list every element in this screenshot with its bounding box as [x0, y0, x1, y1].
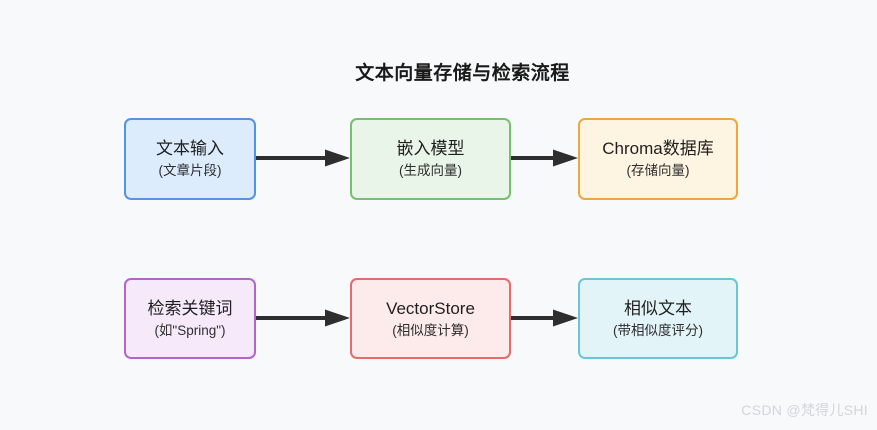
node-chroma-database: Chroma数据库 (存储向量) [578, 118, 738, 200]
watermark: CSDN @梵得儿SHI [741, 402, 868, 418]
node-vector-store-label: VectorStore [386, 298, 475, 318]
diagram-title: 文本向量存储与检索流程 [355, 63, 570, 84]
node-similar-text: 相似文本 (带相似度评分) [578, 278, 738, 359]
node-chroma-database-label: Chroma数据库 [602, 139, 714, 159]
node-embedding-model-label: 嵌入模型 [396, 139, 465, 159]
node-search-keyword: 检索关键词 (如"Spring") [124, 278, 256, 359]
node-search-keyword-label: 检索关键词 [147, 298, 233, 318]
node-text-input-label: 文本输入 [156, 139, 224, 159]
node-chroma-database-sublabel: (存储向量) [626, 163, 690, 179]
arrow-right-icon [511, 309, 578, 327]
node-text-input-sublabel: (文章片段) [158, 163, 222, 179]
node-embedding-model: 嵌入模型 (生成向量) [350, 118, 511, 200]
node-similar-text-label: 相似文本 [624, 298, 692, 318]
node-text-input: 文本输入 (文章片段) [124, 118, 256, 200]
node-embedding-model-sublabel: (生成向量) [399, 163, 462, 179]
arrow-right-icon [511, 149, 578, 167]
arrow-right-icon [256, 149, 350, 167]
arrow-right-icon [256, 309, 350, 327]
node-search-keyword-sublabel: (如"Spring") [154, 322, 226, 338]
node-vector-store: VectorStore (相似度计算) [350, 278, 511, 359]
node-similar-text-sublabel: (带相似度评分) [613, 322, 703, 338]
node-vector-store-sublabel: (相似度计算) [392, 322, 469, 338]
